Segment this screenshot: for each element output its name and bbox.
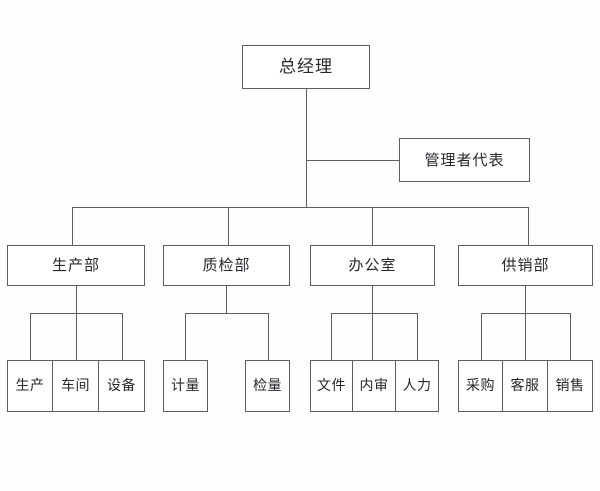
connector-office-child-3 xyxy=(417,313,418,360)
node-department-supply-label: 供销部 xyxy=(501,256,550,274)
node-production-child-production[interactable]: 生产 xyxy=(7,360,53,412)
node-office-child-human-resources-label: 人力 xyxy=(402,378,432,394)
node-management-representative-label: 管理者代表 xyxy=(424,150,505,169)
connector-supply-child-3 xyxy=(570,313,571,360)
node-office-child-human-resources[interactable]: 人力 xyxy=(396,360,439,412)
connector-production-bus xyxy=(30,313,122,314)
node-department-supply[interactable]: 供销部 xyxy=(458,245,593,286)
node-department-office[interactable]: 办公室 xyxy=(310,245,435,286)
node-department-office-label: 办公室 xyxy=(348,256,397,274)
node-office-child-internal-audit[interactable]: 内审 xyxy=(353,360,396,412)
node-supply-child-customer-service[interactable]: 客服 xyxy=(503,360,548,412)
node-department-quality-label: 质检部 xyxy=(202,256,251,274)
connector-production-child-3 xyxy=(122,313,123,360)
connector-drop-quality xyxy=(228,207,229,245)
connector-production-child-1 xyxy=(30,313,31,360)
connector-office-stem xyxy=(372,286,373,360)
node-supply-child-procurement[interactable]: 采购 xyxy=(458,360,503,412)
node-supply-child-customer-service-label: 客服 xyxy=(510,378,540,394)
node-department-production[interactable]: 生产部 xyxy=(7,245,145,286)
connector-quality-stem xyxy=(226,286,227,313)
node-office-child-documents[interactable]: 文件 xyxy=(310,360,353,412)
connector-office-bus xyxy=(331,313,417,314)
node-general-manager-label: 总经理 xyxy=(279,56,333,77)
connector-drop-supply xyxy=(528,207,529,245)
connector-drop-office xyxy=(372,207,373,245)
node-production-child-workshop-label: 车间 xyxy=(61,378,90,394)
node-production-child-equipment-label: 设备 xyxy=(107,378,136,394)
node-office-child-documents-label: 文件 xyxy=(317,378,346,394)
connector-supply-child-1 xyxy=(481,313,482,360)
connector-gm-spine xyxy=(306,89,307,208)
connector-gm-to-management-rep xyxy=(306,160,399,161)
node-quality-child-inspection[interactable]: 检量 xyxy=(245,360,290,412)
node-quality-child-inspection-label: 检量 xyxy=(253,378,282,394)
node-general-manager[interactable]: 总经理 xyxy=(242,45,370,89)
connector-production-stem xyxy=(76,286,77,360)
node-production-child-production-label: 生产 xyxy=(15,378,45,394)
node-supply-child-sales-label: 销售 xyxy=(555,378,585,394)
node-supply-child-sales[interactable]: 销售 xyxy=(548,360,593,412)
connector-department-bus xyxy=(72,207,529,208)
node-office-child-internal-audit-label: 内审 xyxy=(359,378,389,394)
connector-quality-bus xyxy=(185,313,268,314)
node-department-quality[interactable]: 质检部 xyxy=(163,245,290,286)
node-quality-child-metrology-label: 计量 xyxy=(171,378,200,394)
connector-drop-production xyxy=(72,207,73,245)
connector-supply-stem xyxy=(525,286,526,360)
node-production-child-equipment[interactable]: 设备 xyxy=(99,360,145,412)
node-department-production-label: 生产部 xyxy=(51,256,100,274)
node-management-representative[interactable]: 管理者代表 xyxy=(399,138,530,182)
connector-supply-bus xyxy=(481,313,570,314)
connector-office-child-1 xyxy=(331,313,332,360)
node-supply-child-procurement-label: 采购 xyxy=(466,378,495,394)
node-quality-child-metrology[interactable]: 计量 xyxy=(163,360,208,412)
connector-quality-child-2 xyxy=(268,313,269,360)
node-production-child-workshop[interactable]: 车间 xyxy=(53,360,99,412)
connector-quality-child-1 xyxy=(185,313,186,360)
